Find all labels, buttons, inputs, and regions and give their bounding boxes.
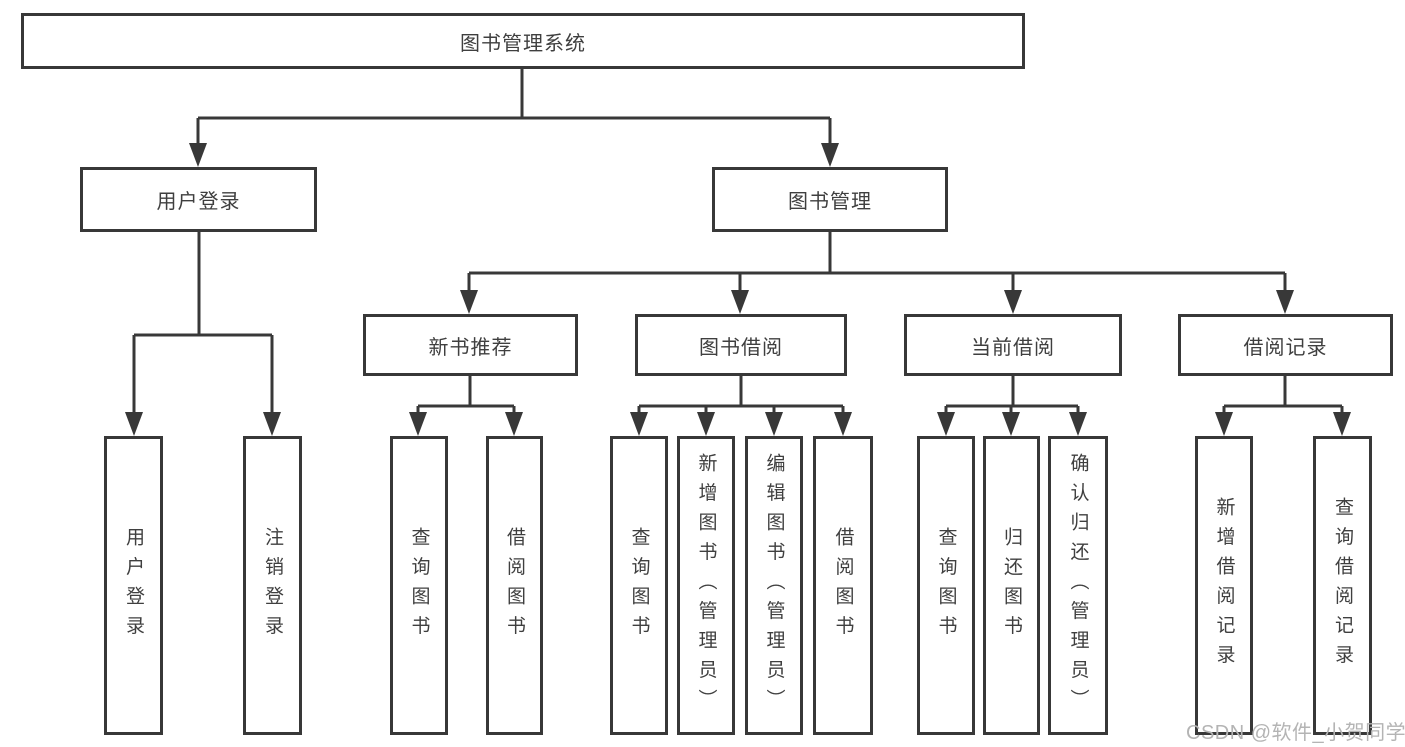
leaf-return-book: 归还图书 bbox=[983, 436, 1040, 735]
leaf-edit-book-admin-label: 编辑图书（管理员） bbox=[763, 452, 785, 719]
node-book-management: 图书管理 bbox=[712, 167, 948, 232]
node-library-system-label: 图书管理系统 bbox=[460, 32, 586, 55]
leaf-borrow-books-recommend: 借阅图书 bbox=[486, 436, 543, 735]
node-new-book-recommend: 新书推荐 bbox=[363, 314, 578, 376]
leaf-query-borrow-record-label: 查询借阅记录 bbox=[1332, 497, 1353, 674]
leaf-query-books-recommend-label: 查询图书 bbox=[408, 526, 430, 645]
leaf-add-borrow-record: 新增借阅记录 bbox=[1195, 436, 1253, 735]
node-borrow-records-label: 借阅记录 bbox=[1243, 336, 1328, 359]
node-current-borrowing-label: 当前借阅 bbox=[971, 336, 1055, 359]
leaf-confirm-return-admin: 确认归还（管理员） bbox=[1048, 436, 1108, 735]
node-book-borrowing: 图书借阅 bbox=[635, 314, 847, 376]
csdn-watermark: CSDN @软件_小贺同学 bbox=[1186, 722, 1405, 744]
node-book-management-label: 图书管理 bbox=[788, 191, 872, 213]
leaf-return-book-label: 归还图书 bbox=[1001, 526, 1022, 645]
leaf-edit-book-admin: 编辑图书（管理员） bbox=[745, 436, 803, 735]
node-library-system: 图书管理系统 bbox=[21, 13, 1025, 69]
leaf-user-login: 用户登录 bbox=[104, 436, 163, 735]
leaf-add-book-admin: 新增图书（管理员） bbox=[677, 436, 735, 735]
leaf-borrow-books-borrowing-label: 借阅图书 bbox=[832, 526, 854, 645]
leaf-confirm-return-admin-label: 确认归还（管理员） bbox=[1067, 452, 1089, 719]
node-current-borrowing: 当前借阅 bbox=[904, 314, 1122, 376]
leaf-borrow-books-borrowing: 借阅图书 bbox=[813, 436, 873, 735]
leaf-add-borrow-record-label: 新增借阅记录 bbox=[1213, 497, 1235, 674]
leaf-query-books-borrowing-label: 查询图书 bbox=[628, 526, 650, 645]
node-borrow-records: 借阅记录 bbox=[1178, 314, 1393, 376]
leaf-query-books-borrowing: 查询图书 bbox=[610, 436, 668, 735]
leaf-user-login-label: 用户登录 bbox=[123, 526, 144, 645]
node-new-book-recommend-label: 新书推荐 bbox=[428, 336, 513, 359]
leaf-query-books-current-label: 查询图书 bbox=[935, 526, 957, 645]
leaf-borrow-books-recommend-label: 借阅图书 bbox=[504, 526, 525, 645]
leaf-logout: 注销登录 bbox=[243, 436, 302, 735]
leaf-add-book-admin-label: 新增图书（管理员） bbox=[695, 452, 717, 719]
leaf-query-borrow-record: 查询借阅记录 bbox=[1313, 436, 1372, 735]
node-user-login: 用户登录 bbox=[80, 167, 317, 232]
node-user-login-label: 用户登录 bbox=[156, 191, 241, 213]
node-book-borrowing-label: 图书借阅 bbox=[699, 336, 783, 359]
leaf-logout-label: 注销登录 bbox=[262, 526, 283, 645]
leaf-query-books-recommend: 查询图书 bbox=[390, 436, 448, 735]
leaf-query-books-current: 查询图书 bbox=[917, 436, 975, 735]
